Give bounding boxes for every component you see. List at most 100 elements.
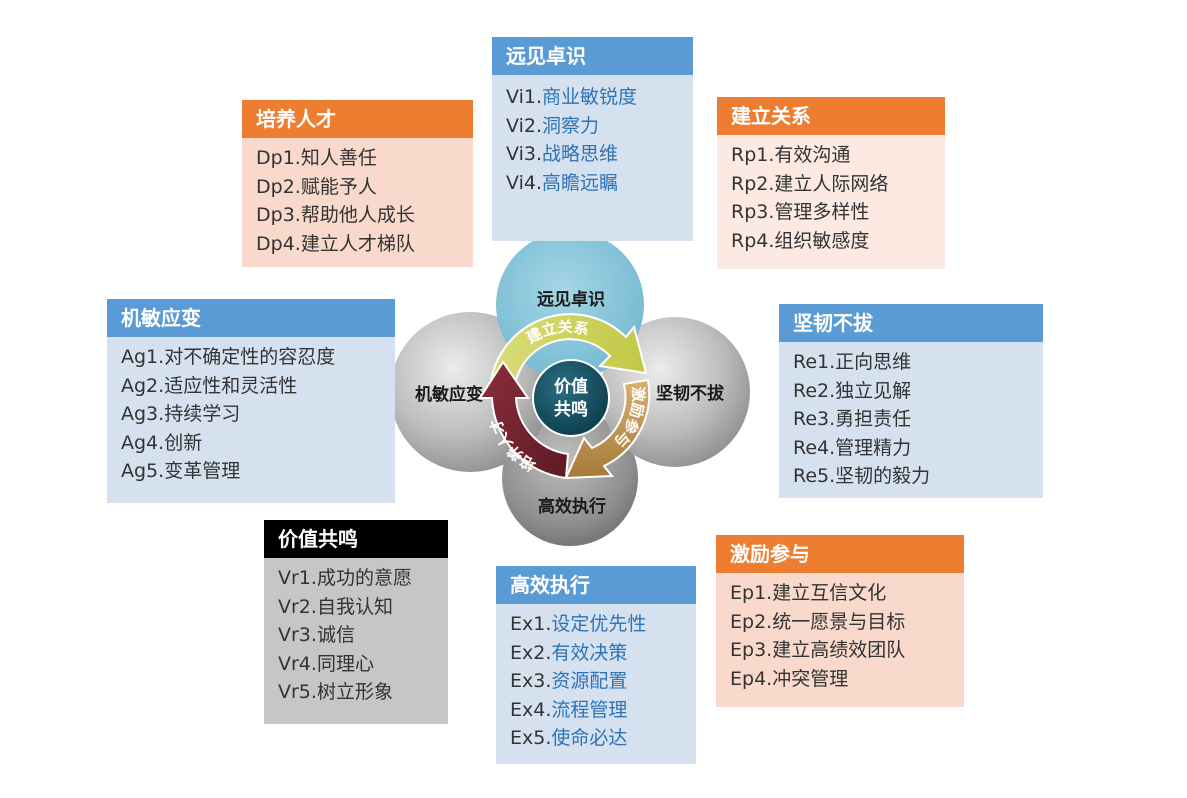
box-item: Rp3.管理多样性 [731,198,945,227]
box-item: Dp3.帮助他人成长 [256,201,473,230]
item-code: Vi3. [506,143,542,165]
item-code: Ep3. [730,639,773,661]
item-code: Re3. [793,408,836,430]
box-item: Rp2.建立人际网络 [731,170,945,199]
circle-top-label: 远见卓识 [537,289,605,310]
item-code: Vr3. [278,624,317,646]
item-text: 流程管理 [551,698,628,721]
item-code: Ex4. [510,698,552,721]
item-code: Re1. [793,351,836,373]
item-text: 战略思维 [542,143,619,165]
item-text: 冲突管理 [772,667,849,690]
item-code: Vi4. [506,171,542,194]
box-item: Dp2.赋能予人 [256,173,473,202]
item-text: 帮助他人成长 [300,204,415,226]
item-text: 建立人际网络 [774,172,889,195]
box-item: Vi4.高瞻远瞩 [506,169,693,198]
item-text: 使命必达 [551,727,628,749]
item-code: Ep4. [730,667,773,690]
box-agility-title: 机敏应变 [107,299,395,337]
item-code: Ex5. [510,727,552,749]
item-text: 成功的意愿 [316,567,412,589]
item-text: 适应性和灵活性 [164,374,298,397]
arrow-left [478,360,570,480]
item-text: 商业敏锐度 [542,86,638,108]
item-code: Re4. [793,436,836,459]
item-text: 建立高绩效团队 [772,639,906,661]
item-text: 组织敏感度 [774,229,870,252]
item-code: Dp3. [256,204,301,226]
item-text: 统一愿景与目标 [772,610,906,633]
item-text: 管理精力 [835,436,912,459]
item-code: Vr4. [278,652,317,675]
item-code: Dp1. [256,147,301,169]
box-item: Ep4.冲突管理 [730,665,964,694]
box-develop-title: 培养人才 [242,100,473,138]
box-item: Re5.坚韧的毅力 [793,462,1043,491]
box-item: Dp4.建立人才梯队 [256,230,473,259]
box-item: Ep2.统一愿景与目标 [730,608,964,637]
item-code: Ag1. [121,346,165,368]
box-item: Ag1.对不确定性的容忍度 [121,343,395,372]
box-item: Re3.勇担责任 [793,405,1043,434]
box-item: Re2.独立见解 [793,377,1043,406]
item-text: 树立形象 [316,681,393,703]
box-execution-title: 高效执行 [496,566,696,604]
box-item: Vr4.同理心 [278,650,448,679]
item-code: Vr5. [278,681,317,703]
box-item: Ex3.资源配置 [510,667,696,696]
item-code: Ag5. [121,460,165,482]
circle-bottom-label: 高效执行 [538,496,606,517]
box-values-title: 价值共鸣 [264,520,448,558]
arrow-top [488,313,648,394]
item-code: Ep1. [730,582,773,604]
item-code: Ex2. [510,641,552,664]
item-code: Vr1. [278,567,317,589]
item-text: 设定优先性 [551,613,647,635]
item-code: Rp1. [731,144,775,166]
box-item: Vr2.自我认知 [278,593,448,622]
item-text: 持续学习 [164,403,241,425]
core-label-1: 价值 [554,376,588,397]
item-code: Rp4. [731,229,775,252]
item-text: 资源配置 [551,670,628,692]
box-item: Rp4.组织敏感度 [731,227,945,256]
item-text: 洞察力 [542,114,600,137]
item-text: 正向思维 [835,351,912,373]
box-item: Ex1.设定优先性 [510,610,696,639]
item-code: Re5. [793,465,836,487]
circle-left-label: 机敏应变 [415,384,483,405]
item-text: 建立人才梯队 [300,232,415,255]
item-text: 诚信 [316,624,355,646]
box-item: Dp1.知人善任 [256,144,473,173]
circle-right-label: 坚韧不拔 [656,383,725,404]
box-item: Ep1.建立互信文化 [730,579,964,608]
core-circle [532,359,610,437]
box-item: Vi2.洞察力 [506,112,693,141]
box-item: Re4.管理精力 [793,434,1043,463]
item-text: 勇担责任 [835,408,912,430]
item-text: 同理心 [316,652,374,675]
box-item: Rp1.有效沟通 [731,141,945,170]
item-text: 创新 [164,431,203,454]
item-text: 自我认知 [316,595,393,618]
item-text: 高瞻远瞩 [542,171,619,194]
item-code: Ag3. [121,403,165,425]
box-item: Vr3.诚信 [278,621,448,650]
item-text: 知人善任 [300,147,377,169]
box-item: Ag2.适应性和灵活性 [121,372,395,401]
item-code: Vi1. [506,86,542,108]
